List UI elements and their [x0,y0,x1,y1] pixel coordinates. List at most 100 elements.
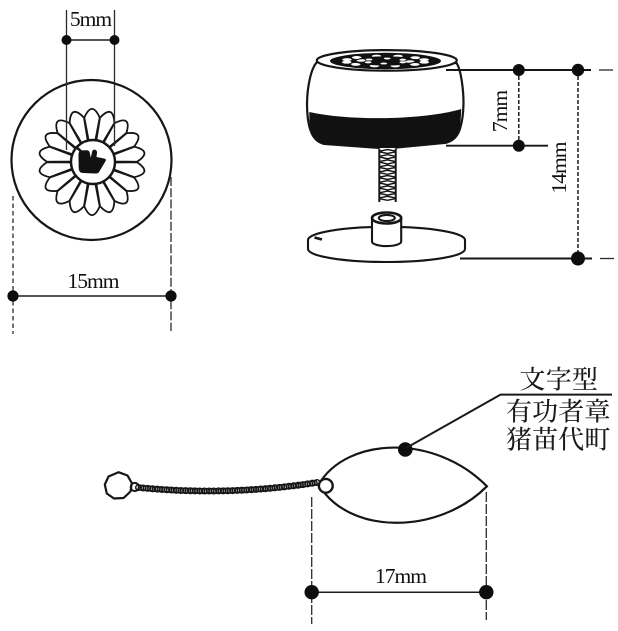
kanji-glyph [506,426,532,451]
top-face-highlight [341,60,352,64]
label-text-line: 有功者章 [506,398,610,423]
screw-thread-line [379,192,396,196]
attachment-view: 文字型 有功者章 猪苗代町 17mm [103,366,612,624]
kanji-glyph [533,398,558,423]
kanji-glyph-path [586,427,610,451]
screw-thread-line [379,195,396,199]
screw-thread-line [379,148,396,152]
chain-link [214,487,223,495]
dimension-17mm: 17mm [304,492,494,624]
chain-link [172,486,180,494]
chain-link [252,485,260,493]
dimension-dot [512,64,525,76]
chain-link [186,487,194,495]
kanji-glyph [586,427,610,451]
nut-body [370,217,403,248]
chain-link [261,485,269,493]
kanji-glyph-path [506,426,532,451]
chain-link [191,487,199,495]
dimension-label-17mm: 17mm [375,564,427,588]
dimension-dot [61,35,72,45]
screw-thread-line [379,197,396,202]
leader-line [406,393,612,449]
emblem-silhouette [78,149,106,174]
chain-link [299,481,307,489]
chain-link [139,484,147,492]
screw-thread-line [379,164,396,168]
screw-thread-line [379,159,396,163]
screw-thread-line [379,151,396,155]
chain-link [144,484,152,492]
chain-link [224,487,232,495]
kanji-glyph-path [533,398,558,423]
screw-thread-line [379,171,396,176]
top-face-highlight [342,58,352,62]
kanji-glyph [558,426,584,451]
top-face-highlight [419,58,429,62]
kanji-glyph [585,398,610,423]
screw-thread-line [379,166,396,170]
leaf-fob [317,446,489,524]
top-face-highlight [356,59,366,62]
screw-thread-line [379,177,396,181]
screw-thread-line [379,156,396,160]
label-text-line: 文字型 [520,366,597,391]
screw-thread-line [379,179,396,184]
chain-link [257,485,265,493]
top-face-highlight [410,56,421,60]
top-face-highlight [380,62,388,65]
kanji-glyph-path [585,398,610,423]
chain-link [196,487,204,495]
top-face-highlight [364,61,372,64]
kanji-glyph-path [572,366,597,390]
chain-link [182,487,190,495]
dimension-dot [109,35,120,45]
chain-end-ring [103,471,133,500]
chain-link [200,487,208,495]
chain-link [229,487,237,495]
chain-link [233,486,241,494]
kanji-glyph-path [506,398,531,423]
chain-link [210,487,218,495]
badge-head [305,49,465,150]
kanji-glyph-path [520,366,545,391]
chain-link [275,483,284,491]
top-face-highlight [383,57,391,60]
chain-link [294,481,302,489]
top-face-highlight [405,60,415,63]
dimension-dot [304,585,319,600]
top-face-highlight [351,62,361,66]
chain-link [308,479,316,487]
chain-link [243,486,251,494]
flower-petal [68,110,89,146]
screw-post [378,148,397,202]
screw-thread-line [379,174,396,178]
chain-link [280,483,288,491]
fob-ring [317,477,334,494]
screw-thread-line [379,182,396,186]
chain-link [304,480,312,488]
kanji-glyph [572,366,597,390]
kanji-glyph-path [546,366,571,391]
dimension-dot [512,139,525,152]
chain-link [205,487,213,495]
screw-thread-line [379,153,396,158]
dimension-7mm: 7mm [446,64,613,152]
top-face-highlight [410,62,420,66]
screw-thread-line [379,161,396,165]
kanji-glyph [558,398,584,423]
chain-link [177,486,185,495]
dimension-dot [479,585,494,600]
plate-mark [314,236,323,241]
nut-hole [377,213,396,223]
leader-dot [398,442,413,457]
kanji-glyph [546,366,571,391]
chain-link [290,482,298,490]
chain-end-link [129,481,140,493]
side-view: 7mm 14mm [305,49,614,266]
screw-thread-line [379,190,396,194]
front-view: 5mm 15mm [7,7,177,334]
dimension-15mm: 15mm [7,177,177,334]
